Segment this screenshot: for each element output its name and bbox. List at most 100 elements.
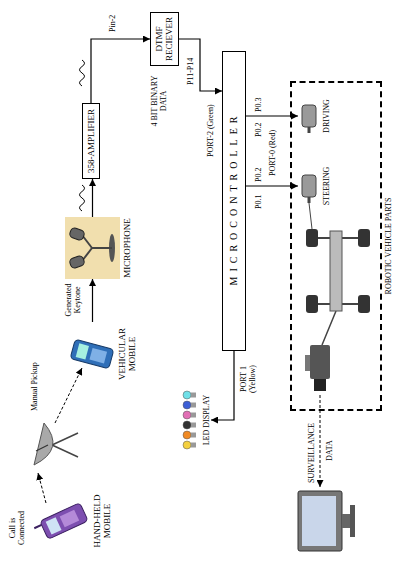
- monitor-screen: [302, 496, 336, 546]
- phone-body: [70, 339, 114, 369]
- phone-keypad: [60, 510, 80, 528]
- box-label: DTMF RECIEVER: [154, 17, 175, 61]
- pin-label: P0.3: [254, 98, 263, 112]
- icon-area: [65, 217, 120, 279]
- vehicle-parts-region: ROBOTIC VEHICLE PARTS STEERING DRIVING: [290, 81, 393, 411]
- wheel: [306, 229, 318, 247]
- edge-label: Pin-2: [108, 15, 117, 32]
- wheel: [358, 229, 370, 247]
- device-caption: LED DISPLAY: [202, 395, 211, 446]
- led-base: [191, 433, 196, 438]
- camera-body: [310, 345, 330, 379]
- signal-arrow: [211, 351, 234, 420]
- motor-body: [302, 175, 316, 197]
- phone-antenna: [34, 525, 41, 528]
- satellite-dish: [34, 423, 78, 465]
- signal-arrow: [91, 39, 150, 103]
- steering-motor-drawing: [302, 175, 316, 203]
- icon-area: [70, 322, 115, 386]
- region-caption: ROBOTIC VEHICLE PARTS: [384, 198, 393, 295]
- steering-link: [309, 203, 312, 229]
- signal-arrow: [92, 279, 93, 322]
- pin-label: P11-P14: [186, 58, 195, 85]
- monitor-stand: [342, 514, 350, 528]
- dish-bowl: [34, 423, 53, 465]
- port-label: PORT-0 (Red): [268, 130, 277, 176]
- led: [183, 431, 191, 439]
- icon-area: [40, 491, 90, 551]
- icon-area: [298, 164, 320, 208]
- led-base: [191, 423, 196, 428]
- icon-area: [180, 389, 200, 451]
- edge-label: Generated Keytone: [64, 279, 82, 321]
- pin-label: P0.2: [254, 168, 263, 182]
- dashed-outline: [290, 81, 382, 411]
- handheld-phone: [33, 503, 89, 543]
- led-base: [191, 403, 196, 408]
- motor-shaft: [308, 197, 311, 203]
- box-label: 358-AMPLIFIER: [86, 109, 96, 173]
- microphone-panel: MICROPHONE: [65, 217, 132, 279]
- handheld-mobile: HAND-HELD MOBILE: [40, 491, 113, 551]
- mic-head: [69, 227, 86, 241]
- led: [183, 441, 191, 449]
- robot-car: [306, 203, 370, 313]
- mic-pole: [92, 247, 112, 249]
- phone-screen: [76, 343, 89, 359]
- phone-body: [40, 503, 88, 540]
- motor-caption: STEERING: [322, 167, 331, 206]
- phone-caption: HAND-HELD MOBILE: [92, 491, 113, 551]
- pin-label: P0.2: [254, 123, 263, 137]
- dish-feed: [36, 445, 48, 451]
- motor-shaft: [308, 127, 311, 133]
- dish-leg: [52, 445, 78, 457]
- monitor: [298, 491, 355, 551]
- motor-body: [302, 105, 316, 127]
- edge-label: PORT-2 (Green): [206, 104, 215, 157]
- led-base: [191, 413, 196, 418]
- icon-area: [298, 94, 320, 138]
- led: [183, 421, 191, 429]
- device-caption: MICROPHONE: [122, 218, 132, 278]
- led-display: LED DISPLAY: [180, 389, 211, 451]
- pickup-arrow: [55, 368, 82, 423]
- camera-lens: [314, 379, 326, 391]
- call-arrow: [38, 473, 46, 503]
- surveillance-arrow: [320, 395, 321, 487]
- microcontroller-box: MICROCONTROLLER: [222, 51, 246, 351]
- led-base: [191, 393, 196, 398]
- phone-screen: [46, 517, 62, 534]
- mic-head: [69, 255, 86, 269]
- edge-label: PORT 1 (Yellow): [239, 357, 257, 401]
- led: [183, 401, 191, 409]
- steering-motor: STEERING: [298, 164, 331, 208]
- led: [183, 411, 191, 419]
- sound-wave: [80, 60, 85, 86]
- link-label: DATA: [325, 440, 334, 461]
- monitor-frame: [298, 491, 342, 551]
- monitor-base: [350, 505, 355, 537]
- dish-leg: [52, 433, 78, 445]
- note-label: Call is Connected: [8, 503, 26, 553]
- note-label: Manual Pickup: [30, 362, 39, 411]
- wheel: [358, 295, 370, 313]
- led: [183, 391, 191, 399]
- driving-motor: DRIVING: [298, 94, 331, 138]
- led-row: [183, 391, 196, 449]
- microphone-panel-fill: [65, 217, 120, 279]
- microphone-drawing: [69, 227, 115, 269]
- signal-label: 4 BIT BINARY DATA: [150, 71, 168, 131]
- amplifier-box: 358-AMPLIFIER: [82, 103, 100, 179]
- phone-caption: VEHICULAR MOBILE: [117, 322, 138, 386]
- camera-handle: [305, 355, 310, 371]
- camera: [305, 311, 336, 391]
- signal-arrow: [92, 179, 93, 217]
- signal-arrow: [179, 39, 222, 91]
- sound-wave: [80, 185, 85, 211]
- vehicular-mobile: VEHICULAR MOBILE: [70, 322, 138, 386]
- wheel: [306, 295, 318, 313]
- receiver-box: DTMF RECIEVER: [150, 12, 179, 66]
